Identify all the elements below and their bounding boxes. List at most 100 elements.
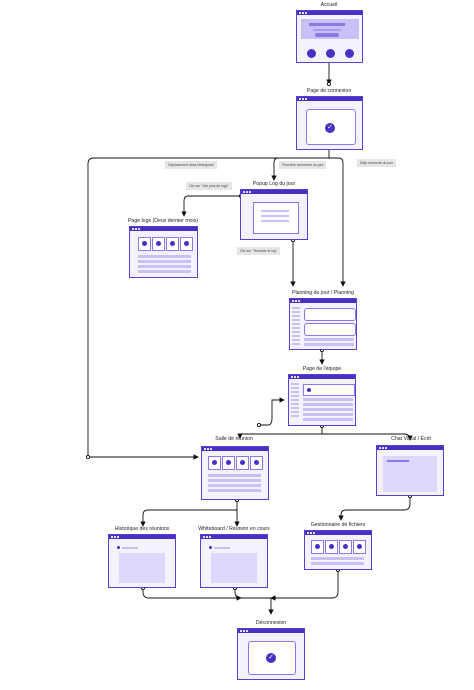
hero-title-bar [309,23,345,26]
history-dot-icon [117,546,120,549]
screen-chat[interactable] [376,445,444,496]
planning-card [304,308,356,321]
planning-card [304,323,356,336]
history-panel [119,553,165,583]
team-row [303,413,353,416]
file-icon [356,544,362,549]
log-dot-icon [155,241,161,246]
connector-dot [85,454,91,460]
connector-dot [326,81,332,87]
window-bar [201,535,267,539]
edge-salle-equipe [259,397,285,426]
window-bar [109,535,175,539]
log-dot-icon [169,241,175,246]
screen-planning[interactable] [289,298,357,350]
label-historique: Historique des réunions [114,526,170,532]
hero-button [315,33,339,37]
room-row [208,489,261,492]
label-salle-reunion: Salle de réunion [215,436,253,442]
connectors [87,63,413,615]
label-accueil: Accueil [320,2,338,8]
window-bar [305,531,371,535]
file-row [311,557,364,560]
history-line [122,546,138,549]
label-connexion: Page de connexion [306,88,352,94]
label-equipe: Page de l'équipe [302,366,342,372]
planning-row [304,338,354,341]
edge-connexion-planning [329,157,346,287]
screen-whiteboard[interactable] [200,534,268,588]
edge-equipe-salle [237,426,323,439]
log-dot-icon [183,241,189,246]
edge-popup-logs [181,195,241,217]
team-card [303,384,355,396]
screen-gestionnaire[interactable] [304,530,372,570]
window-bar [290,299,356,303]
edge-whiteboard-deconnexion [234,588,242,601]
hero-subtitle-bar [313,29,341,31]
window-bar [297,97,362,101]
file-card [311,540,324,554]
team-row [303,398,353,401]
log-row [138,260,191,263]
label-planning: Planning du jour / Planning [291,290,355,296]
room-row [208,484,261,487]
edge-gestionnaire-deconnexion [270,570,339,601]
window-bar [377,446,443,450]
edge-label-deplacement: Déplacement dans l'entreprise [165,161,217,169]
log-card [152,237,165,251]
file-card [325,540,338,554]
log-row [138,270,191,273]
screen-popup-log[interactable] [240,189,308,240]
label-chat: Chat Vocal / Écrit [391,436,431,442]
edge-salle-historique [140,500,238,527]
edge-label-clic-logs: Clic sur "Voir plus de logs" [186,182,232,190]
file-icon [342,544,348,549]
participant-icon [225,460,231,465]
team-row [303,403,353,406]
label-popup-log: Popup Log du jour [252,181,296,187]
chat-line [387,460,409,462]
screen-historique[interactable] [108,534,176,588]
screen-equipe[interactable] [288,374,356,426]
file-card [339,540,352,554]
whiteboard-dot-icon [209,546,212,549]
popup-line [261,215,289,217]
feature-icon [326,49,335,58]
file-row [311,562,364,565]
planning-sidebar [292,307,300,347]
screen-accueil[interactable] [296,10,363,63]
room-card [222,456,235,470]
chat-panel [383,456,437,492]
popup-line [261,210,289,212]
file-card [353,540,366,554]
window-bar [289,375,355,379]
feature-icon [345,49,354,58]
screen-salle-reunion[interactable] [201,446,269,500]
label-whiteboard: Whiteboard / Réunion en cours [198,526,270,532]
window-bar [297,11,362,15]
edge-label-clic-terminer: Clic sur "Terminer le log" [237,247,280,255]
screen-deconnexion[interactable]: ✓ [237,628,305,680]
edge-chat-gestionnaire [338,496,411,521]
edge-connexion-salle [87,150,330,460]
window-bar [202,447,268,451]
screen-page-logs[interactable] [129,226,198,278]
log-row [138,255,191,258]
log-card [180,237,193,251]
room-row [208,479,261,482]
edge-label-deja-connecte: Déjà connecté du jour [357,159,396,167]
edge-label-premiere-connexion: Première connexion du jour [279,161,327,169]
label-gestionnaire: Gestionnaire de fichiers [310,522,366,528]
whiteboard-canvas [211,553,257,583]
log-dot-icon [141,241,147,246]
check-icon: ✓ [325,123,335,133]
window-bar [238,629,304,633]
team-row [303,408,353,411]
screen-connexion[interactable]: ✓ [296,96,363,150]
window-bar [130,227,197,231]
connector-dot [256,422,262,428]
room-row [208,474,261,477]
participant-icon [253,460,259,465]
edge-historique-deconnexion [142,588,274,615]
